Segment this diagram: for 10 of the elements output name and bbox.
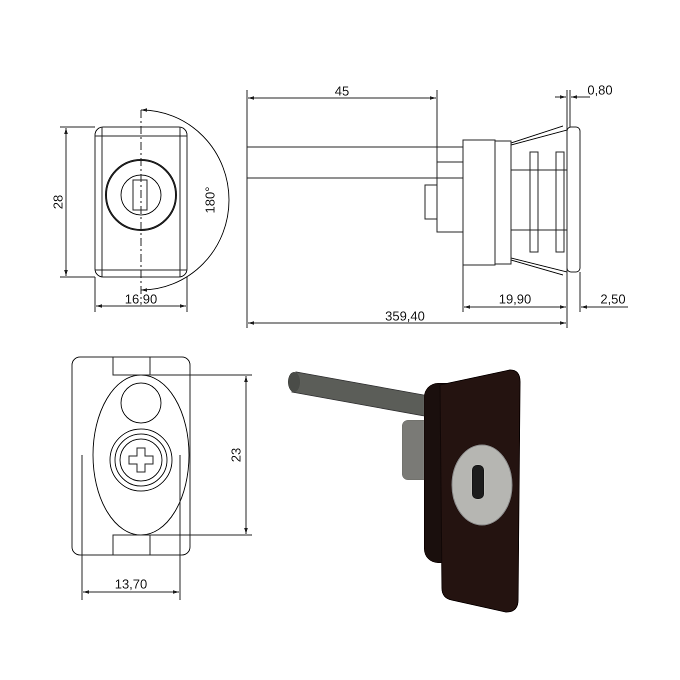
dimension-value: 0,80 — [587, 84, 613, 96]
dimension-value: 13,70 — [114, 578, 148, 590]
dimension-value: 2,50 — [600, 292, 626, 306]
dimension-value: 45 — [334, 84, 350, 98]
dimension-value: 359,40 — [385, 310, 425, 322]
dimension-value: 19,90 — [498, 292, 532, 306]
dimension-value: 28 — [52, 194, 64, 210]
dimension-value: 23 — [230, 448, 242, 462]
angle-value: 180° — [204, 186, 216, 214]
dimension-value: 16,90 — [124, 292, 158, 306]
